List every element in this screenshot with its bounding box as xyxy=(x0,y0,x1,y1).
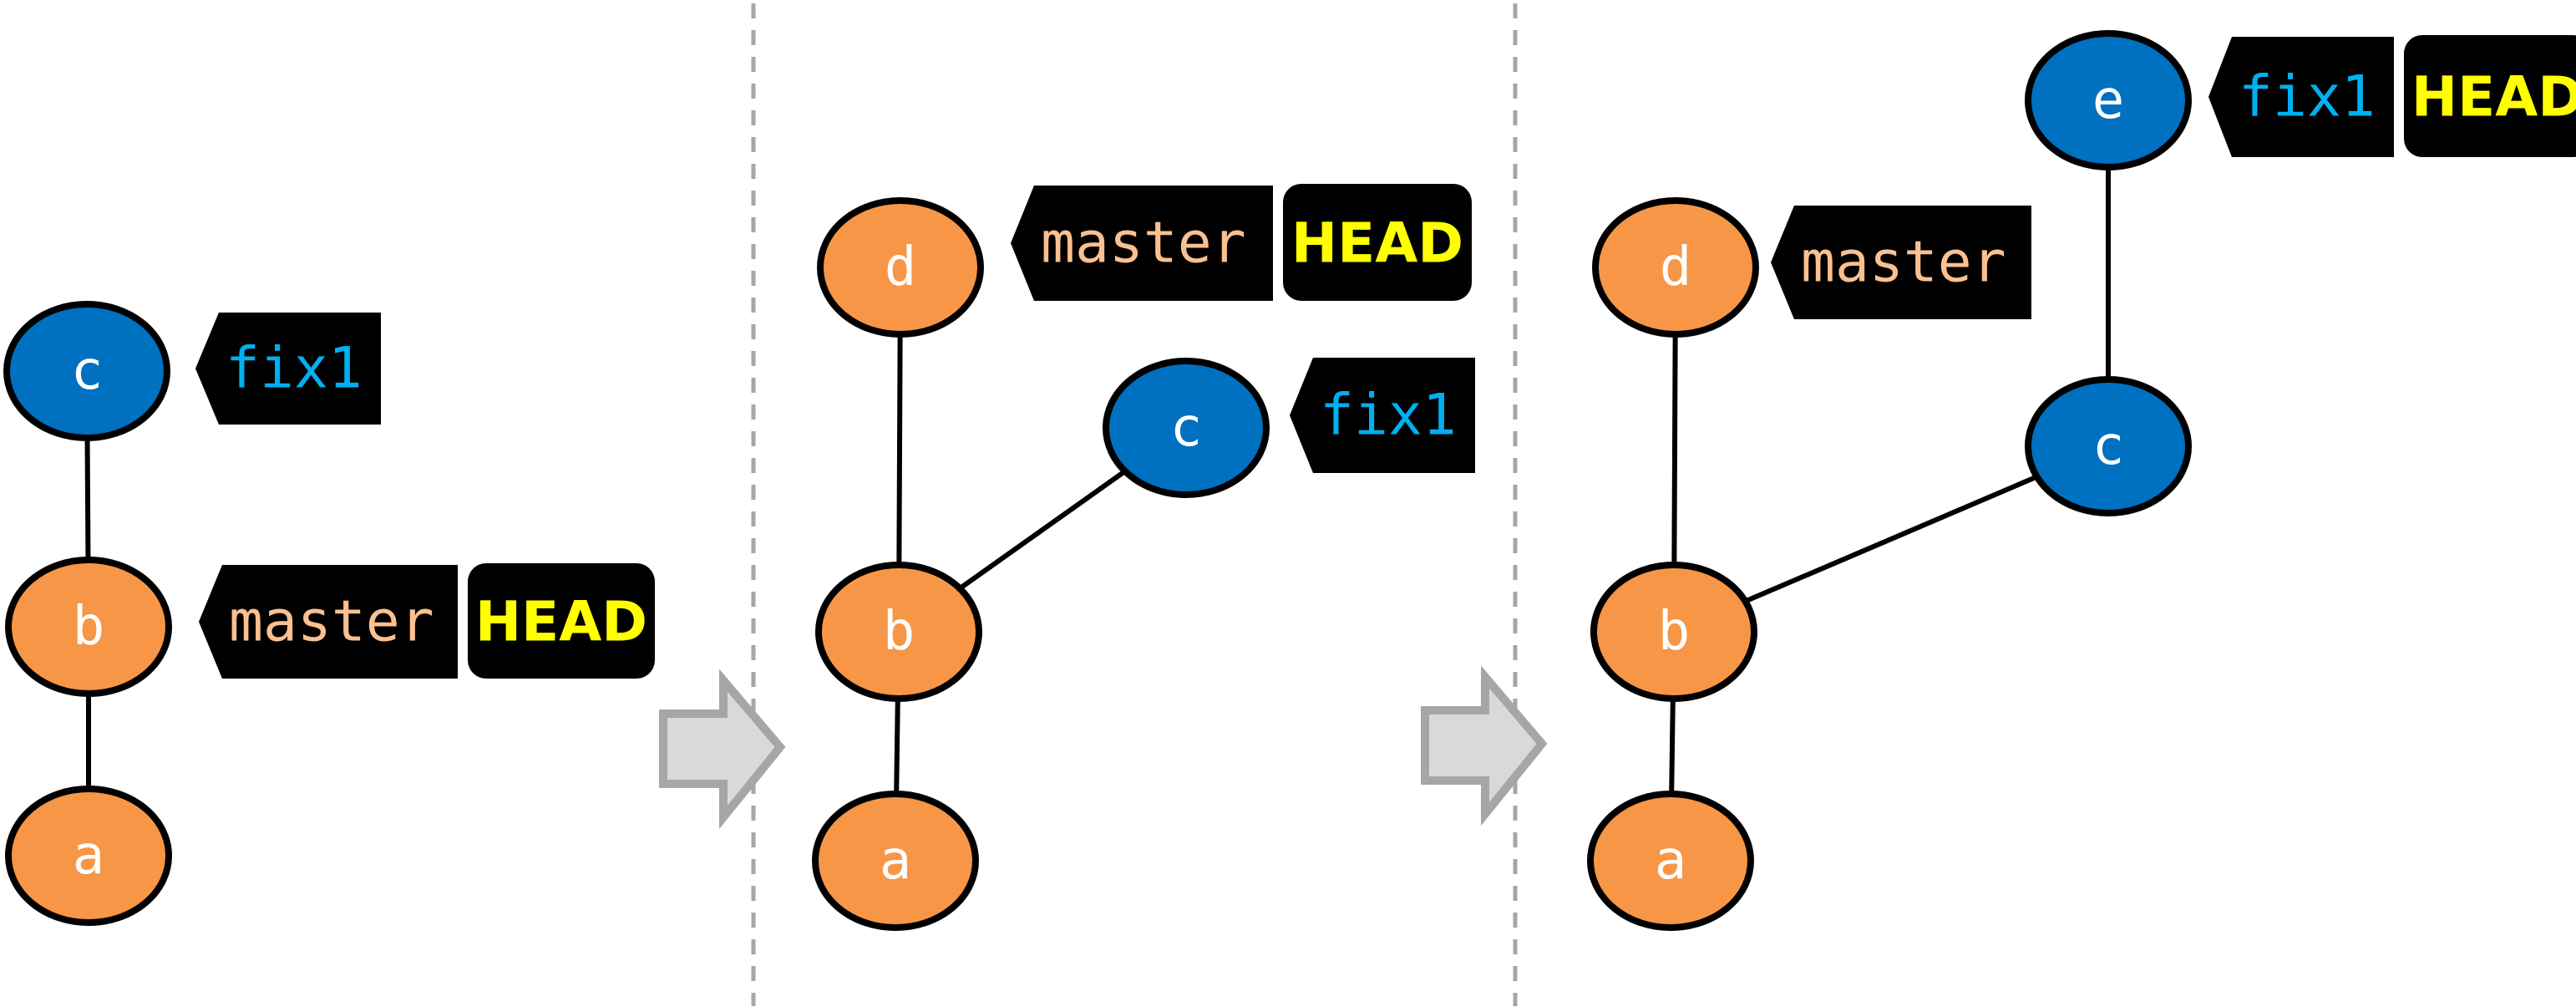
branch-name: master xyxy=(1801,230,2006,296)
commit-label: e xyxy=(2092,69,2125,131)
head-label: HEAD xyxy=(1291,211,1463,276)
branch-tag-shape xyxy=(2208,37,2394,157)
branch-pointer-fix1: fix1 xyxy=(1290,358,1475,473)
commit-node-c: c xyxy=(3,301,170,441)
branch-pointer-master: master xyxy=(199,565,458,679)
commit-circle xyxy=(817,197,984,338)
head-label: HEAD xyxy=(2411,65,2576,130)
transition-arrow-2 xyxy=(1421,665,1548,826)
transition-arrow-1 xyxy=(659,669,786,830)
commit-label: b xyxy=(1658,601,1691,663)
commit-node-c: c xyxy=(2025,376,2192,516)
head-tag-shape xyxy=(468,563,655,679)
commit-circle xyxy=(1103,358,1270,498)
commit-circle xyxy=(2025,30,2192,170)
commit-label: d xyxy=(885,236,917,298)
commit-label: c xyxy=(1170,397,1203,459)
branch-pointer-fix1: fix1 xyxy=(2208,37,2394,157)
commit-label: b xyxy=(883,601,915,663)
right-arrow-icon xyxy=(1421,665,1548,826)
branch-pointer-fix1: fix1 xyxy=(195,313,381,425)
commit-circle xyxy=(1587,791,1754,931)
commit-circle xyxy=(812,791,979,931)
commit-node-a: a xyxy=(812,791,979,931)
commit-label: d xyxy=(1660,236,1692,298)
commit-label: b xyxy=(73,596,105,658)
head-tag-shape xyxy=(1283,184,1472,301)
commit-circle xyxy=(1590,562,1757,702)
commit-node-d: d xyxy=(1592,197,1759,338)
panel-1: c b a xyxy=(3,301,172,926)
commit-node-b: b xyxy=(1590,562,1757,702)
commit-label: a xyxy=(880,830,912,892)
head-pointer: HEAD xyxy=(2404,35,2576,157)
head-pointer: HEAD xyxy=(1283,184,1472,301)
branch-pointer-master: master xyxy=(1771,206,2031,319)
commit-circle xyxy=(2025,376,2192,516)
commit-node-c: c xyxy=(1103,358,1270,498)
commit-circle xyxy=(815,562,982,702)
commit-node-b: b xyxy=(5,557,172,697)
right-arrow-icon xyxy=(659,669,786,830)
commit-circle xyxy=(5,786,172,926)
branch-name: master xyxy=(229,589,434,655)
head-label: HEAD xyxy=(475,590,647,654)
commit-label: c xyxy=(2092,415,2125,477)
commit-node-a: a xyxy=(5,786,172,926)
nodes-layer: c b a d c b a e d c b a xyxy=(3,30,2192,931)
branch-tag-shape xyxy=(195,313,381,425)
branch-tag-shape xyxy=(1771,206,2031,319)
branch-name: fix1 xyxy=(226,336,363,402)
commit-label: a xyxy=(1655,830,1687,892)
commit-node-e: e xyxy=(2025,30,2192,170)
head-tag-shape xyxy=(2404,35,2576,157)
commit-label: c xyxy=(71,340,104,402)
panel-3: e d c b a xyxy=(1587,30,2192,931)
commit-circle xyxy=(1592,197,1759,338)
commit-node-a: a xyxy=(1587,791,1754,931)
branch-name: fix1 xyxy=(2239,64,2376,130)
commit-node-b: b xyxy=(815,562,982,702)
branch-name: master xyxy=(1041,211,1246,277)
branch-tag-shape xyxy=(1290,358,1475,473)
branch-tag-shape xyxy=(1011,186,1273,301)
panel-2: d c b a xyxy=(812,197,1270,931)
commit-circle xyxy=(5,557,172,697)
branch-name: fix1 xyxy=(1320,383,1457,449)
head-pointer: HEAD xyxy=(468,563,655,679)
branch-tag-shape xyxy=(199,565,458,679)
commit-node-d: d xyxy=(817,197,984,338)
commit-circle xyxy=(3,301,170,441)
branch-pointer-master: master xyxy=(1011,186,1273,301)
commit-label: a xyxy=(73,825,105,887)
